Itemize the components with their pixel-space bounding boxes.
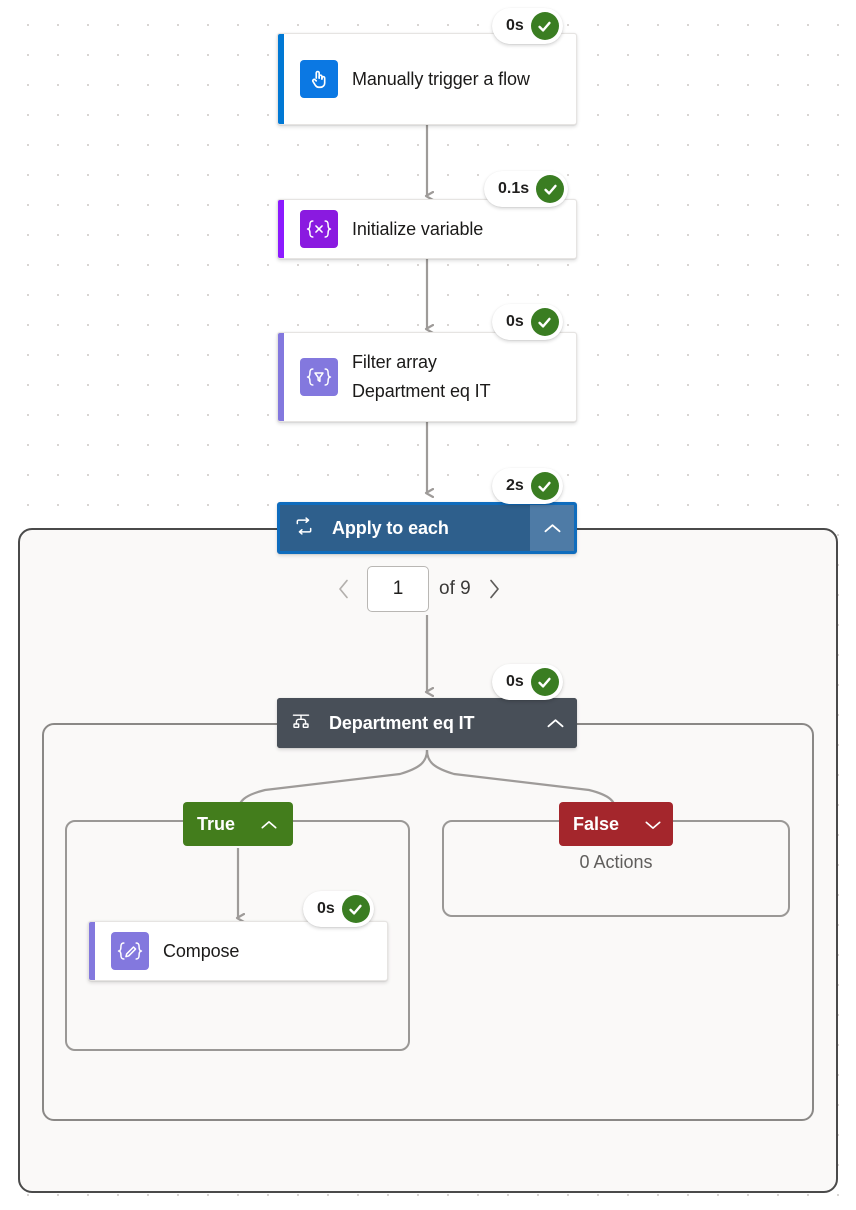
- false-branch-empty-label: 0 Actions: [579, 852, 653, 872]
- filter-array-title: Filter array Department eq IT: [352, 348, 491, 406]
- trigger-accent-bar: [278, 34, 284, 124]
- compose-duration: 0s: [317, 900, 335, 917]
- apply-to-each-title: Apply to each: [332, 517, 449, 538]
- filter-array-accent-bar: [278, 333, 284, 421]
- apply-to-each-main[interactable]: Apply to each: [280, 505, 530, 551]
- condition-status-badge: 0s: [492, 664, 563, 700]
- initialize-variable-status-badge: 0.1s: [484, 171, 569, 207]
- trigger-card-manually-trigger-a-flow[interactable]: Manually trigger a flow: [277, 33, 577, 125]
- compose-pencil-icon: [111, 932, 149, 970]
- branch-header-false[interactable]: False: [559, 802, 673, 846]
- pager-page-input[interactable]: 1: [367, 566, 429, 612]
- apply-to-each-header[interactable]: Apply to each: [277, 502, 577, 554]
- initialize-variable-duration: 0.1s: [498, 180, 530, 197]
- compose-title: Compose: [163, 940, 240, 961]
- filter-array-title-line2: Department eq IT: [352, 381, 491, 401]
- condition-duration: 0s: [506, 673, 524, 690]
- trigger-duration: 0s: [506, 17, 524, 34]
- success-check-icon: [530, 668, 559, 696]
- apply-to-each-duration: 2s: [506, 477, 524, 494]
- initialize-variable-accent-bar: [278, 200, 284, 258]
- branch-true-chevron-up-icon[interactable]: [261, 814, 277, 835]
- branch-true-label: True: [197, 813, 236, 834]
- apply-to-each-pager[interactable]: 1 of 9: [331, 566, 507, 612]
- trigger-title: Manually trigger a flow: [352, 68, 530, 89]
- branch-header-true[interactable]: True: [183, 802, 293, 846]
- success-check-icon: [530, 12, 559, 40]
- filter-array-status-badge: 0s: [492, 304, 563, 340]
- apply-to-each-status-badge: 2s: [492, 468, 563, 504]
- variable-braces-icon: [300, 210, 338, 248]
- tap-finger-icon: [300, 60, 338, 98]
- filter-array-title-line1: Filter array: [352, 352, 437, 372]
- pager-next-chevron-right-icon[interactable]: [481, 572, 507, 606]
- pager-prev-chevron-left-icon[interactable]: [331, 572, 357, 606]
- filter-funnel-icon: [300, 358, 338, 396]
- condition-header-department-eq-it[interactable]: Department eq IT: [277, 698, 577, 748]
- success-check-icon: [536, 175, 565, 203]
- condition-main[interactable]: Department eq IT: [277, 698, 533, 748]
- initialize-variable-title: Initialize variable: [352, 218, 484, 239]
- condition-branch-icon: [291, 711, 311, 736]
- apply-to-each-collapse-chevron-up-icon[interactable]: [530, 505, 574, 551]
- action-card-initialize-variable[interactable]: Initialize variable: [277, 199, 577, 259]
- trigger-status-badge: 0s: [492, 8, 563, 44]
- success-check-icon: [341, 895, 370, 923]
- branch-false-chevron-down-icon[interactable]: [645, 814, 661, 835]
- filter-array-duration: 0s: [506, 313, 524, 330]
- action-card-filter-array[interactable]: Filter array Department eq IT: [277, 332, 577, 422]
- success-check-icon: [530, 308, 559, 336]
- action-card-compose[interactable]: Compose: [88, 921, 388, 981]
- condition-title: Department eq IT: [329, 712, 475, 733]
- loop-icon: [294, 516, 314, 541]
- compose-accent-bar: [89, 922, 95, 980]
- success-check-icon: [530, 472, 559, 500]
- compose-status-badge: 0s: [303, 891, 374, 927]
- pager-total-label: of 9: [439, 578, 471, 599]
- pager-current-page: 1: [392, 578, 404, 599]
- condition-collapse-chevron-up-icon[interactable]: [533, 698, 577, 748]
- branch-false-label: False: [573, 813, 620, 834]
